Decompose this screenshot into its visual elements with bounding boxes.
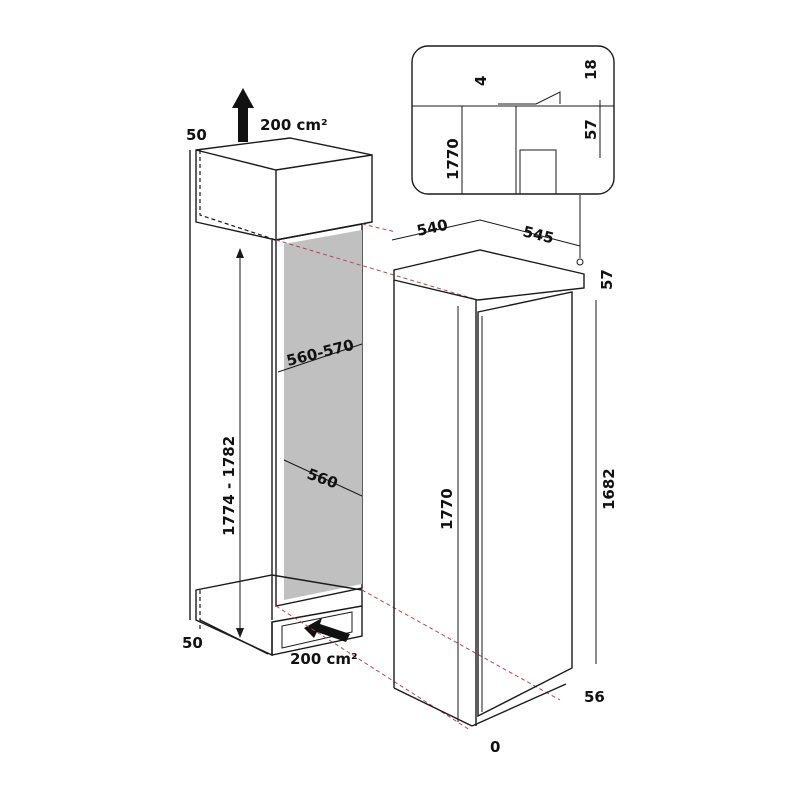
top-offset-label: 57 xyxy=(598,269,616,290)
appliance-width-label: 540 xyxy=(415,216,449,240)
cabinet xyxy=(189,88,373,657)
vent-bottom-label: 200 cm² xyxy=(290,650,358,668)
detail-top-gap-label: 4 xyxy=(472,76,490,86)
appliance xyxy=(391,195,597,727)
detail-inset xyxy=(411,45,615,195)
airflow-up-arrow-icon xyxy=(232,88,254,142)
niche-height-label: 1774 - 1782 xyxy=(220,436,238,536)
airflow-in-arrow-icon xyxy=(304,618,350,642)
appliance-depth-label: 545 xyxy=(521,222,556,247)
door-height-label: 1682 xyxy=(600,468,618,510)
top-clearance-label: 50 xyxy=(186,126,207,144)
detail-height-label: 1770 xyxy=(444,138,462,180)
bottom-clearance-label: 50 xyxy=(182,634,203,652)
bottom-offset-label: 56 xyxy=(584,688,605,706)
detail-right-label: 57 xyxy=(582,119,600,140)
vent-top-label: 200 cm² xyxy=(260,116,328,134)
bottom-gap-label: 0 xyxy=(490,738,500,756)
appliance-height-label: 1770 xyxy=(438,488,456,530)
detail-top-right-label: 18 xyxy=(582,59,600,80)
